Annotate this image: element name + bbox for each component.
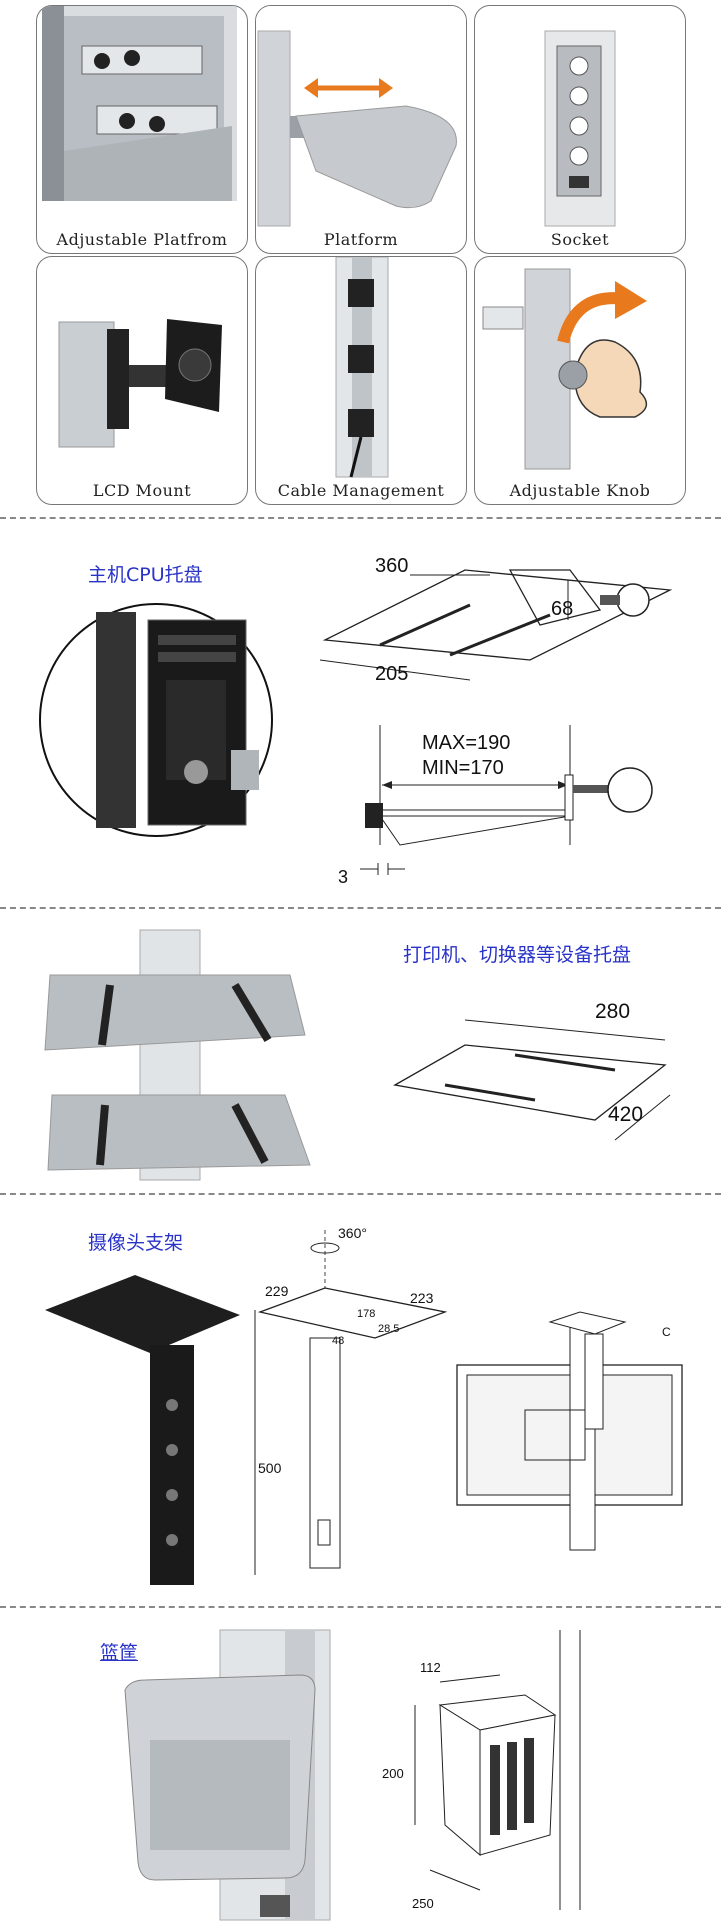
- feature-card-platform: Platform: [255, 5, 467, 254]
- basket-dim-bottom: 250: [412, 1896, 434, 1911]
- basket-drawing: [414, 1630, 581, 1910]
- printer-tray-drawing: [393, 1019, 671, 1141]
- cpu-tray-photo: [39, 603, 273, 837]
- printer-tray-dim-depth: 280: [595, 1000, 631, 1023]
- camera-dim-b: 223: [410, 1290, 434, 1306]
- basket-photo: [124, 1629, 331, 1921]
- feature-caption: Cable Management: [277, 481, 445, 500]
- basket-title: 篮筐: [100, 1642, 139, 1664]
- socket-photo: [544, 30, 616, 227]
- cpu-tray-drawing-3d: [319, 569, 673, 681]
- feature-card-socket: Socket: [474, 5, 686, 254]
- printer-tray-title: 打印机、切换器等设备托盘: [403, 944, 632, 966]
- adjustable-platform-photo: [42, 6, 237, 201]
- camera-dim-height: 500: [258, 1460, 282, 1476]
- feature-caption: LCD Mount: [92, 481, 192, 500]
- cpu-tray-min-label: MIN=170: [422, 757, 504, 779]
- cpu-tray-dim-gap: 3: [338, 867, 349, 887]
- camera-mount-drawing: [254, 1230, 448, 1575]
- section-divider: [0, 907, 721, 909]
- feature-card-adjustable-platform: Adjustable Platfrom: [36, 5, 248, 254]
- cpu-tray-title: 主机CPU托盘: [88, 564, 203, 586]
- feature-caption: Adjustable Knob: [509, 481, 651, 500]
- camera-rotation-value: 360: [338, 1225, 362, 1241]
- feature-card-lcd-mount: LCD Mount: [36, 256, 248, 505]
- printer-tray-dim-width: 420: [608, 1103, 644, 1126]
- feature-caption: Platform: [323, 230, 399, 249]
- cpu-tray-dim-height: 68: [551, 598, 574, 620]
- lcd-mount-photo: [58, 319, 222, 448]
- basket-dim-top: 112: [420, 1660, 441, 1675]
- adjustable-knob-photo: [482, 268, 648, 470]
- feature-card-adjustable-knob: Adjustable Knob: [474, 256, 686, 505]
- basket-dim-height: 200: [382, 1766, 404, 1781]
- camera-dim-c: 178: [357, 1308, 376, 1320]
- camera-mount-installed-drawing: [456, 1311, 683, 1551]
- camera-dim-e: 48: [332, 1335, 345, 1347]
- cpu-tray-max-label: MAX=190: [422, 732, 511, 754]
- cpu-tray-dim-width: 205: [375, 663, 409, 685]
- section-divider: [0, 1193, 721, 1195]
- cpu-tray-drawing-side: [360, 725, 653, 875]
- feature-caption: Adjustable Platfrom: [56, 230, 228, 249]
- camera-dim-d: 28.5: [378, 1323, 400, 1335]
- camera-mount-title: 摄像头支架: [88, 1232, 184, 1254]
- camera-dim-a: 229: [265, 1283, 289, 1299]
- feature-card-cable-management: Cable Management: [255, 256, 467, 505]
- camera-mount-photo: [45, 1275, 240, 1585]
- platform-photo: [256, 6, 466, 227]
- cable-management-photo: [335, 257, 389, 478]
- camera-rotation: 360°: [338, 1225, 367, 1241]
- feature-caption: Socket: [550, 230, 610, 249]
- cpu-tray-dim-length: 360: [375, 555, 409, 577]
- camera-label-c: C: [662, 1325, 671, 1339]
- section-divider: [0, 1606, 721, 1608]
- printer-tray-photo: [44, 929, 311, 1181]
- section-divider: [0, 517, 721, 519]
